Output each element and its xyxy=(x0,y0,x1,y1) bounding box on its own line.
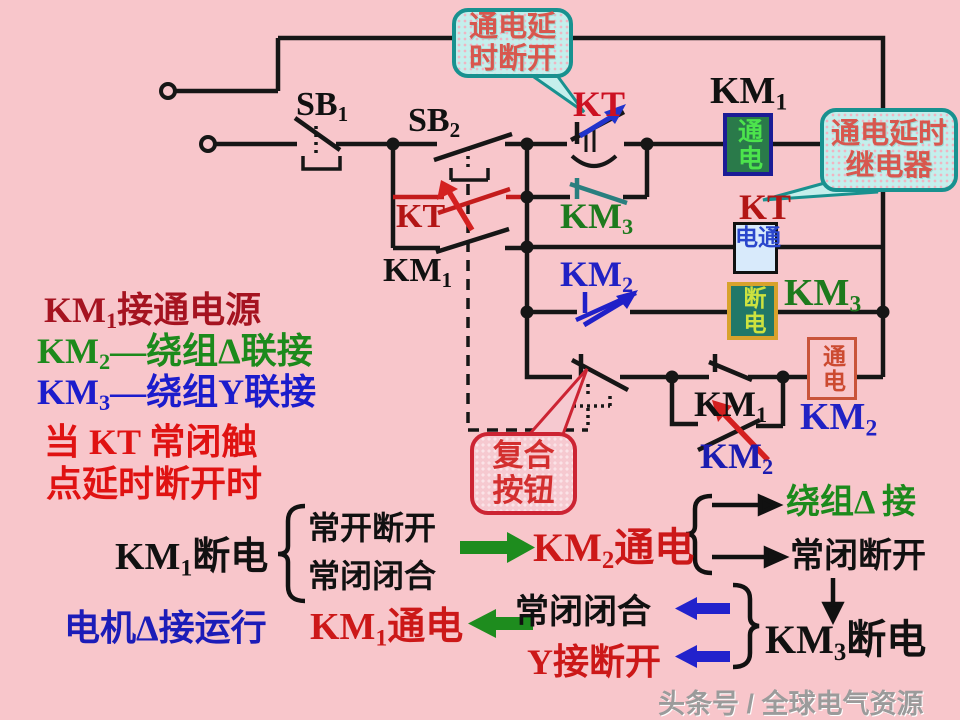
km3-coil-label: KM3 xyxy=(784,272,862,318)
km1-coil: 通电 xyxy=(723,113,773,176)
legend-km3: KM3—绕组Y联接 xyxy=(37,372,317,416)
flow-y-break: Y接断开 xyxy=(527,642,661,682)
kt-delay-contact-label: KT xyxy=(573,84,626,124)
kt-nc-contact-label: KT xyxy=(396,198,446,235)
km3-nc-contact xyxy=(527,144,650,206)
km2-selfhold-branch xyxy=(669,377,786,462)
watermark: 头条号 / 全球电气资源 xyxy=(658,689,924,719)
km1-coil-label: KM1 xyxy=(710,70,788,116)
flow-arrow-ncbreak xyxy=(712,545,790,569)
km2-coil: 通电 xyxy=(807,337,857,400)
flow-nc-make: 常闭闭合 xyxy=(515,594,651,631)
red-arrow-icon xyxy=(437,180,458,200)
junction-dots xyxy=(386,137,890,384)
flow-close-make: 常闭闭合 xyxy=(308,558,437,594)
km1-aux-contact-label: KM1 xyxy=(694,384,768,428)
callout-line: 按钮 xyxy=(492,472,555,508)
supply-terminal-bottom xyxy=(199,135,297,153)
flow-winding-delta: 绕组Δ 接 xyxy=(786,484,916,521)
legend-km2: KM2—绕组Δ联接 xyxy=(37,331,313,375)
sb1-label: SB1 xyxy=(296,86,349,126)
supply-terminal-top xyxy=(159,38,281,100)
km2-coil-label: KM2 xyxy=(800,396,878,442)
blue-arrow-icon xyxy=(616,290,638,309)
callout-delay-open: 通电延 时断开 xyxy=(452,8,573,78)
callout-delay-relay: 通电延时 继电器 xyxy=(820,108,958,192)
flow-arrow-km2 xyxy=(460,532,535,563)
callout-compound-button: 复合 按钮 xyxy=(470,432,577,515)
flow-km3-off: KM3断电 xyxy=(765,617,927,666)
km1-coil-state: 通电 xyxy=(734,117,762,172)
red-arrow-icon xyxy=(712,400,732,422)
flow-nc-break: 常闭断开 xyxy=(790,538,926,575)
callout-line: 通电延 xyxy=(468,10,556,43)
km1-no-contact-label: KM1 xyxy=(383,252,453,292)
flow-braces xyxy=(277,493,760,670)
callout-line: 继电器 xyxy=(845,150,933,182)
kt-coil: 通电 xyxy=(731,222,780,274)
km2-coil-state: 通电 xyxy=(819,343,845,394)
km3-coil: 断电 xyxy=(727,282,778,340)
blue-arrow-icon xyxy=(604,104,626,124)
km2-nc-contact xyxy=(527,290,883,328)
callout-line: 通电延时 xyxy=(830,117,947,150)
kt-coil-label: KT xyxy=(739,187,792,227)
flow-km2-on: KM2通电 xyxy=(533,525,695,574)
kt-delayed-contact xyxy=(527,104,723,168)
flow-arrow-km1 xyxy=(468,609,533,638)
callout-line: 复合 xyxy=(492,437,555,473)
compound-nc-contact xyxy=(570,354,672,392)
kt-nc-contact xyxy=(393,180,527,232)
flow-arrow-delta xyxy=(712,493,784,517)
flow-arrow-down xyxy=(821,578,845,626)
km2-aux-contact-label: KM2 xyxy=(700,436,774,480)
legend-kt-line2: 点延时断开时 xyxy=(46,464,263,504)
legend-kt-line1: 当 KT 常闭触 xyxy=(44,422,258,462)
flow-km1-on: KM1通电 xyxy=(310,606,464,652)
km3-nc-contact-label: KM3 xyxy=(560,196,634,240)
flow-arrow-ncmake xyxy=(675,597,730,620)
callout-line: 时断开 xyxy=(468,43,556,75)
sb2-label: SB2 xyxy=(408,102,461,142)
flow-arrow-ybreak xyxy=(675,645,730,668)
km3-coil-state: 断电 xyxy=(740,286,765,336)
kt-coil-state: 通电 xyxy=(731,225,780,250)
sb2-start-button xyxy=(433,131,527,182)
flow-km1-off: KM1断电 xyxy=(115,536,269,582)
flow-open-break: 常开断开 xyxy=(308,510,437,546)
legend-km1: KM1接通电源 xyxy=(44,290,262,334)
km2-nc-contact-label: KM2 xyxy=(560,254,634,298)
flow-motor-delta: 电机Δ接运行 xyxy=(64,608,267,648)
